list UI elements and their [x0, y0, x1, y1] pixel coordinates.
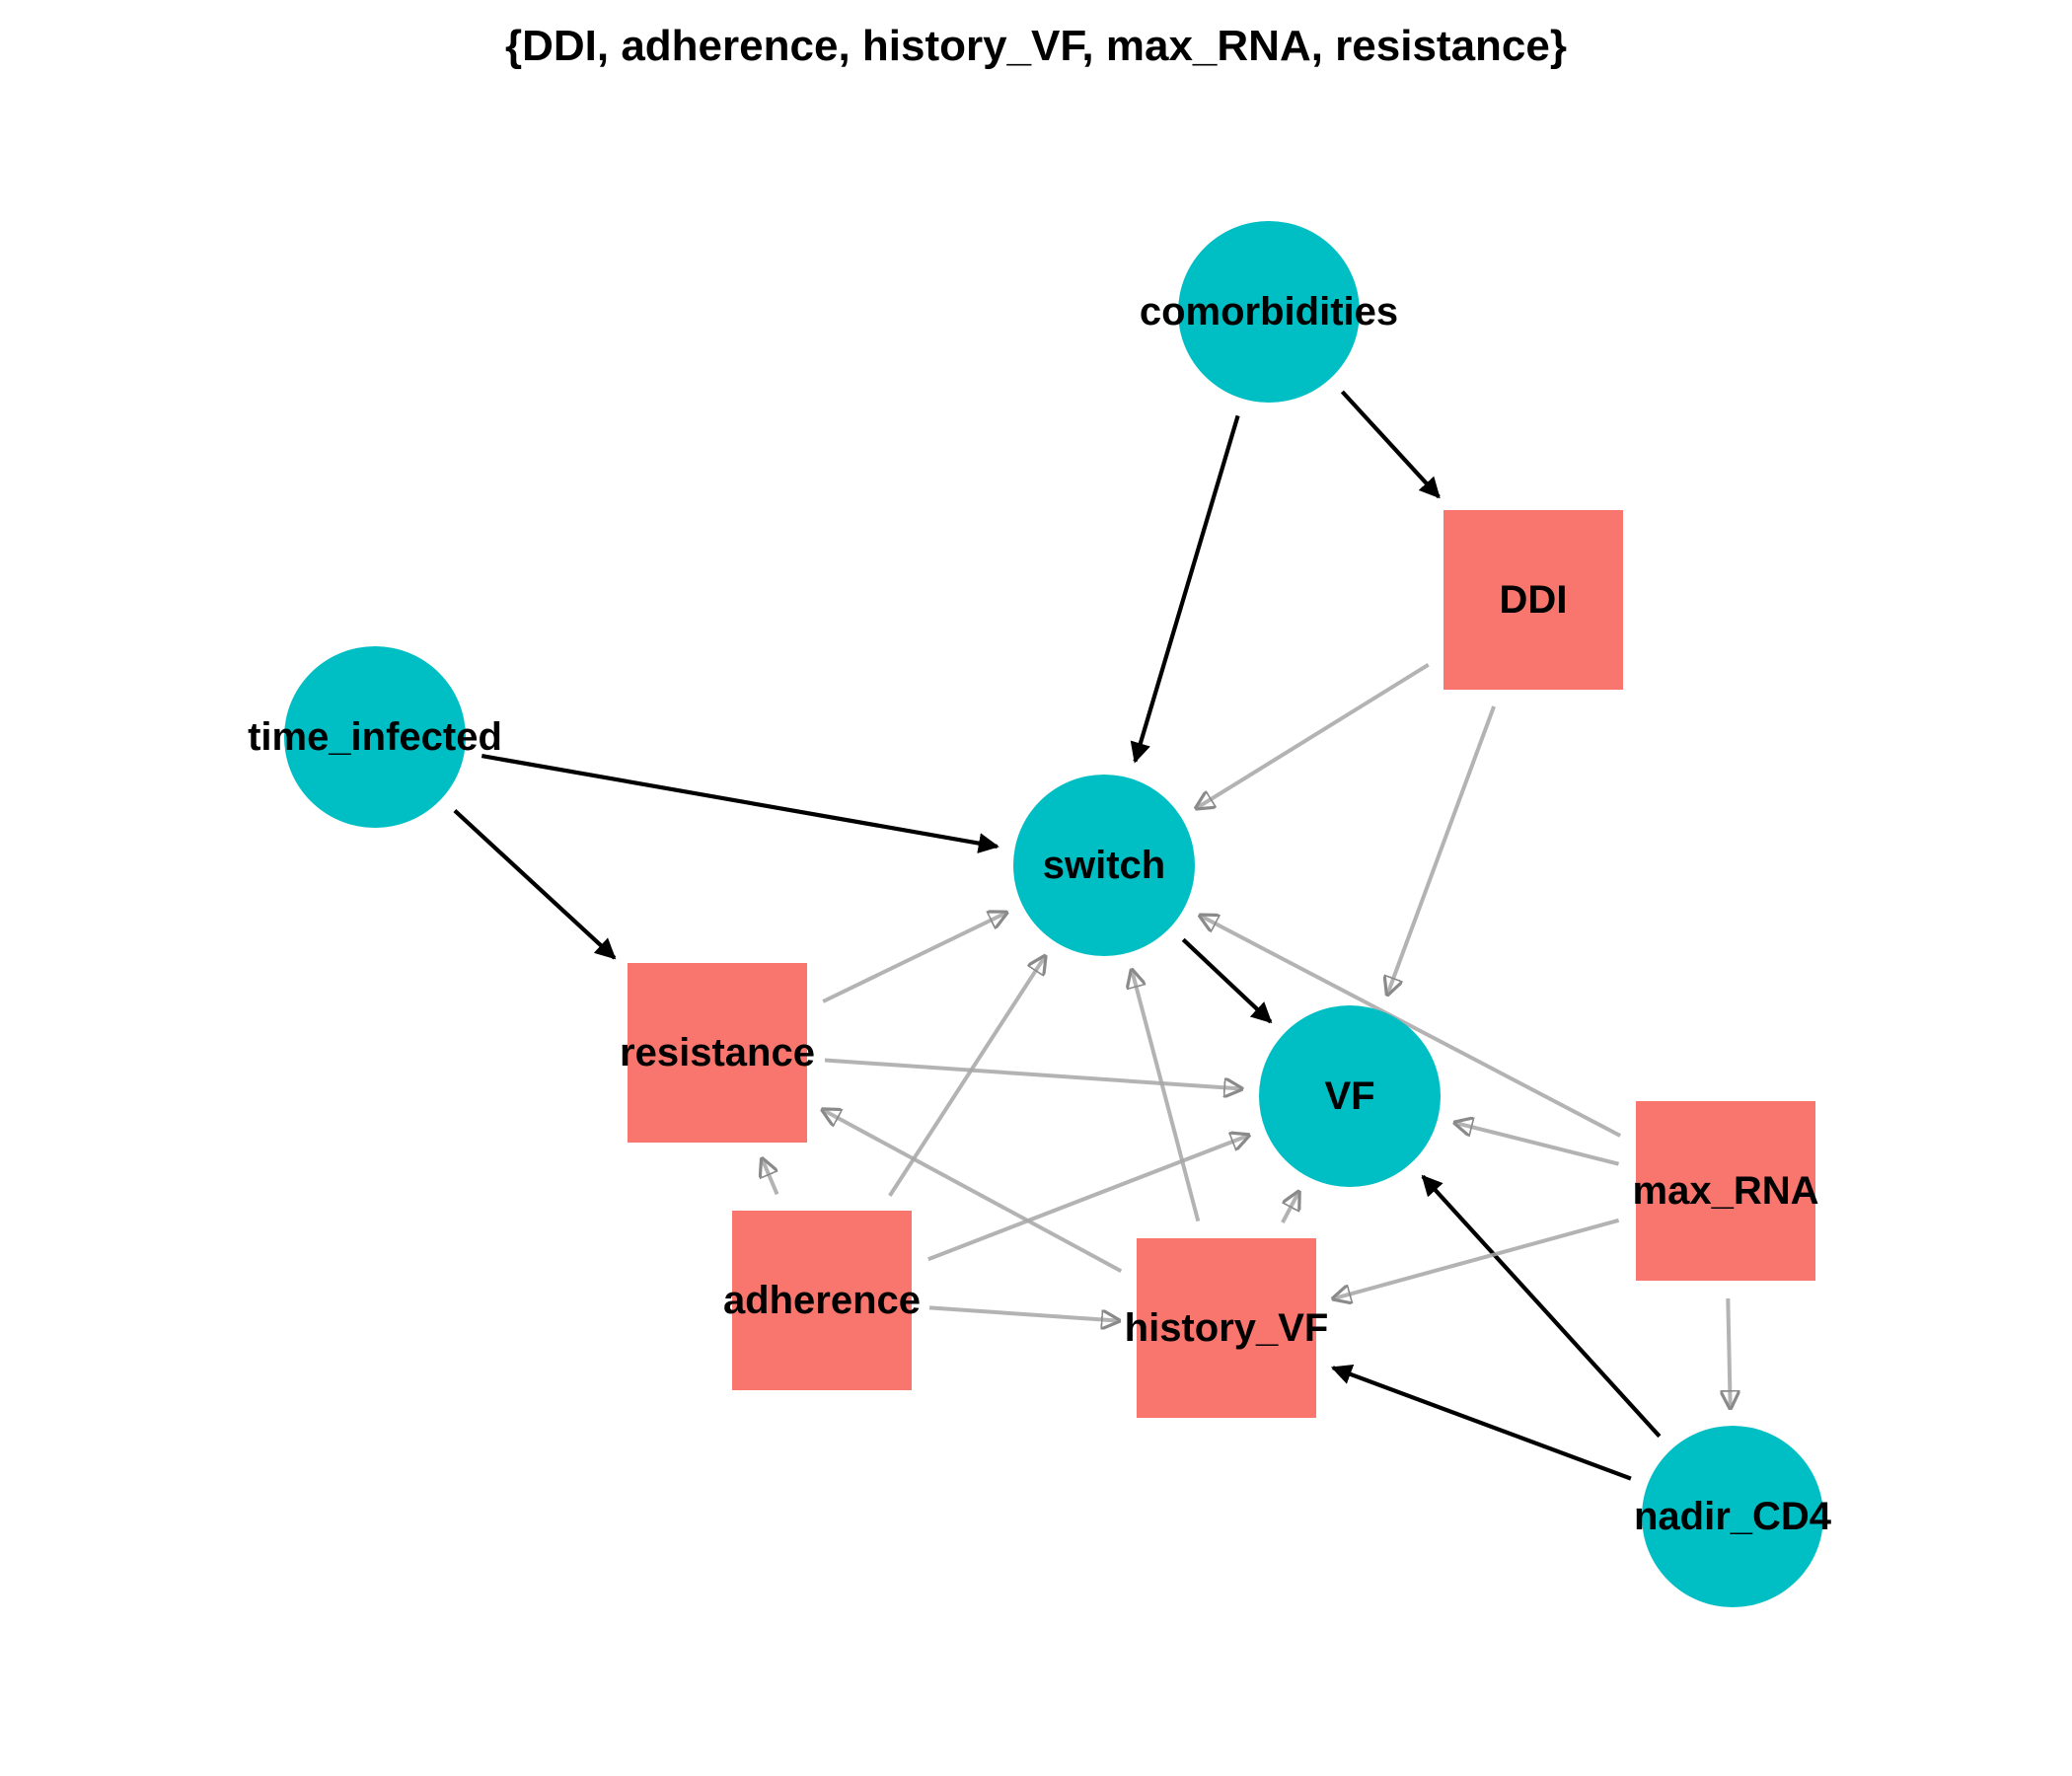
edge-max_RNA-to-history_VF [1333, 1218, 1620, 1298]
circle-node-shape [1013, 775, 1195, 956]
node-DDI: DDI [1443, 510, 1623, 690]
edge-DDI-to-VF [1387, 705, 1496, 995]
edge-adherence-to-switch [888, 956, 1045, 1197]
diagram-title: {DDI, adherence, history_VF, max_RNA, re… [504, 22, 1567, 70]
edge-max_RNA-to-nadir_CD4 [1728, 1297, 1730, 1408]
edge-nadir_CD4-to-history_VF [1330, 1364, 1632, 1481]
edge-max_RNA-to-VF [1455, 1123, 1619, 1166]
node-nadir_CD4: nadir_CD4 [1634, 1426, 1832, 1607]
node-label-time_infected: time_infected [248, 715, 502, 759]
edge-resistance-to-VF [824, 1058, 1241, 1089]
edge-max_RNA-to-switch [1200, 916, 1622, 1138]
square-node-shape [1443, 510, 1623, 690]
node-label-history_VF: history_VF [1125, 1306, 1329, 1350]
edge-layer [453, 390, 1731, 1481]
edge-comorbidities-to-DDI [1340, 390, 1441, 499]
node-max_RNA: max_RNA [1633, 1101, 1819, 1281]
node-time_infected: time_infected [248, 646, 502, 828]
edge-comorbidities-to-switch [1130, 414, 1240, 764]
node-label-resistance: resistance [620, 1031, 815, 1074]
node-label-nadir_CD4: nadir_CD4 [1634, 1495, 1832, 1538]
node-switch: switch [1013, 775, 1195, 956]
edge-adherence-to-history_VF [928, 1305, 1119, 1320]
edge-history_VF-to-resistance [823, 1110, 1123, 1273]
circle-node-shape [284, 646, 466, 828]
node-label-comorbidities: comorbidities [1140, 290, 1398, 333]
node-resistance: resistance [620, 963, 815, 1143]
edge-history_VF-to-switch [1132, 970, 1201, 1222]
edge-nadir_CD4-to-VF [1421, 1174, 1662, 1439]
edge-DDI-to-switch [1197, 662, 1430, 808]
edge-history_VF-to-VF [1281, 1192, 1298, 1224]
edge-time_infected-to-resistance [453, 809, 617, 960]
circle-node-shape [1178, 221, 1360, 403]
square-node-shape [1137, 1238, 1316, 1418]
node-label-VF: VF [1324, 1074, 1374, 1118]
circle-node-shape [1642, 1426, 1823, 1607]
square-node-shape [732, 1211, 912, 1390]
square-node-shape [1636, 1101, 1815, 1281]
circle-node-shape [1259, 1005, 1441, 1187]
node-label-adherence: adherence [723, 1279, 921, 1322]
edge-resistance-to-switch [822, 913, 1006, 1003]
node-adherence: adherence [723, 1211, 921, 1390]
node-comorbidities: comorbidities [1140, 221, 1398, 403]
node-VF: VF [1259, 1005, 1441, 1187]
node-label-switch: switch [1043, 844, 1165, 887]
edge-adherence-to-resistance [762, 1159, 779, 1196]
edge-adherence-to-VF [927, 1136, 1249, 1262]
edge-switch-to-VF [1181, 937, 1273, 1024]
node-history_VF: history_VF [1125, 1238, 1329, 1418]
node-label-DDI: DDI [1500, 578, 1568, 622]
edge-time_infected-to-switch [481, 754, 999, 853]
square-node-shape [628, 963, 807, 1143]
node-label-max_RNA: max_RNA [1633, 1169, 1819, 1213]
